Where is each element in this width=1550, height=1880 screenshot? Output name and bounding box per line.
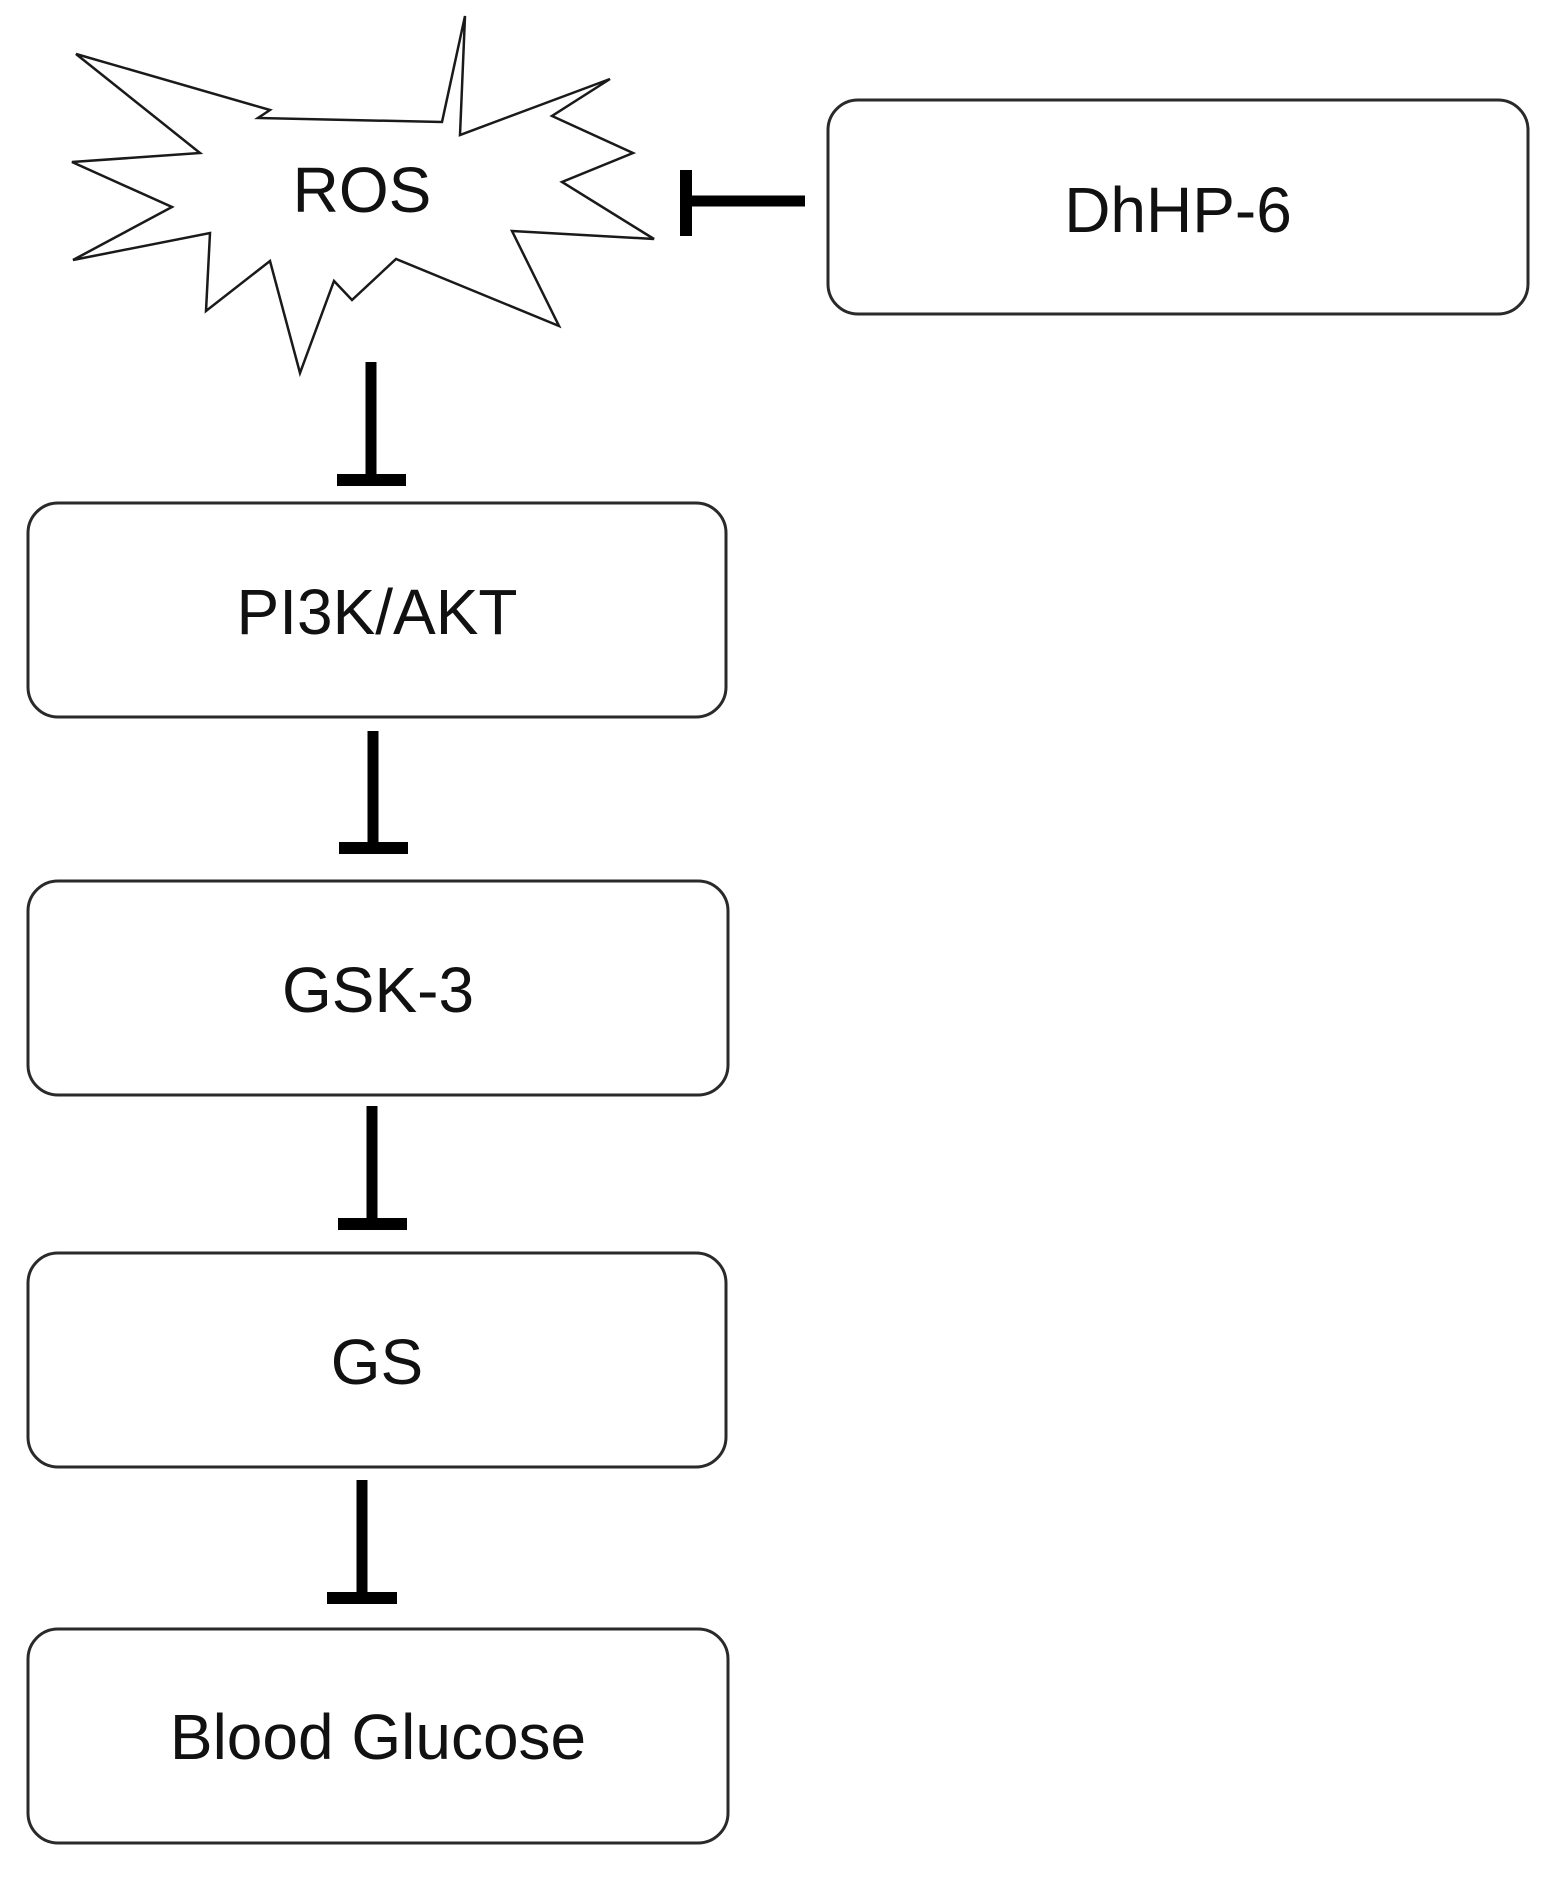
node-pi3k-akt: PI3K/AKT (26, 501, 728, 719)
node-blood-glucose: Blood Glucose (26, 1627, 730, 1845)
gsk3-box (26, 879, 730, 1097)
edge-dhhp6-inhibits-ros (680, 170, 805, 236)
gs-label: GS (331, 1326, 423, 1398)
edge-pi3k-akt-inhibits-gsk3 (339, 731, 408, 854)
blood-glucose-label: Blood Glucose (170, 1701, 586, 1773)
blood-glucose-box (26, 1627, 730, 1845)
edge-gsk3-inhibits-gs (338, 1106, 407, 1230)
gs-box (26, 1251, 728, 1469)
node-ros: ROS (71, 15, 655, 378)
ros-label: ROS (293, 154, 432, 226)
dhhp6-label: DhHP-6 (1064, 174, 1292, 246)
node-dhhp6: DhHP-6 (826, 98, 1530, 316)
edge-gs-inhibits-blood-glucose (327, 1480, 397, 1604)
node-gsk3: GSK-3 (26, 879, 730, 1097)
node-gs: GS (26, 1251, 728, 1469)
edge-ros-inhibits-pi3k-akt (337, 362, 406, 486)
gsk3-label: GSK-3 (282, 954, 474, 1026)
dhhp6-box (826, 98, 1530, 316)
pi3k-akt-label: PI3K/AKT (237, 576, 518, 648)
ros-starburst-shape (71, 15, 655, 378)
pi3k-akt-box (26, 501, 728, 719)
